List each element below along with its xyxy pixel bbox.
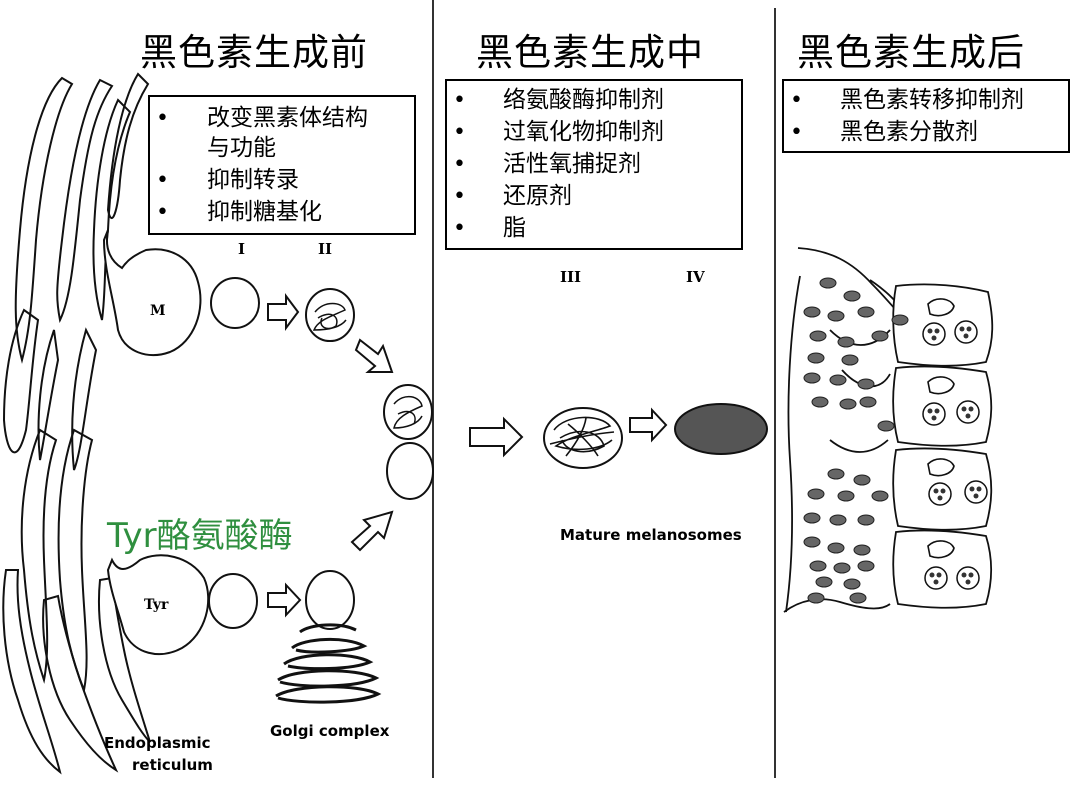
bullet-text: 过氧化物抑制剂	[503, 119, 664, 145]
bullet-dot: •	[453, 216, 466, 241]
bullet-text: 黑色素分散剂	[840, 119, 978, 145]
melanosome-dots	[927, 326, 982, 585]
m-blob	[102, 229, 202, 356]
bullet-dot: •	[453, 120, 466, 145]
bullet-text: 脂	[503, 215, 526, 241]
box-after: • 黑色素转移抑制剂 • 黑色素分散剂	[782, 79, 1070, 153]
bullet-text: 与功能	[207, 135, 276, 161]
label-er-line1: Endoplasmic	[104, 734, 211, 752]
arrow-tyr-to-golgi	[267, 582, 302, 618]
vesicle-stack-bottom	[386, 442, 434, 500]
label-tyr: Tyr	[144, 597, 169, 613]
bullet-text: 黑色素转移抑制剂	[840, 87, 1024, 113]
endoplasmic-reticulum	[2, 72, 151, 775]
label-stage-4: IV	[686, 268, 705, 286]
bullet-dot: •	[156, 106, 169, 131]
box-during: • 络氨酸酶抑制剂 • 过氧化物抑制剂 • 活性氧捕捉剂 • 还原剂 • 脂	[445, 79, 743, 250]
vesicle-golgi	[305, 570, 355, 630]
cell-nuclei	[927, 298, 955, 559]
bullet-text: 改变黑素体结构	[207, 105, 368, 131]
title-during: 黑色素生成中	[476, 31, 704, 74]
arrow-2-to-stack	[354, 338, 394, 373]
bullet-text: 活性氧捕捉剂	[503, 151, 641, 177]
bullet-dot: •	[156, 200, 169, 225]
stack-top-fibrils	[393, 395, 423, 429]
melanin-granules	[803, 277, 909, 604]
vesicle-tyr	[208, 573, 258, 629]
arrows-panel-1	[267, 293, 394, 618]
label-stage-2: II	[318, 240, 333, 258]
bullet-dot: •	[790, 120, 803, 145]
golgi-complex	[275, 623, 382, 704]
title-after: 黑色素生成后	[797, 31, 1025, 74]
bullet-dot: •	[790, 88, 803, 113]
stage-2-fibrils	[312, 302, 347, 331]
tyr-blob	[106, 554, 210, 656]
label-m: M	[150, 303, 166, 319]
label-tyrosinase: Tyr酪氨酸酶	[107, 516, 293, 556]
dendrite-outline	[785, 275, 891, 613]
arrow-into-stage-3	[469, 416, 524, 458]
bullet-dot: •	[453, 88, 466, 113]
label-er-line2: reticulum	[132, 756, 213, 774]
title-before: 黑色素生成前	[140, 31, 368, 74]
bullet-text: 抑制转录	[207, 167, 299, 193]
label-golgi-complex: Golgi complex	[270, 722, 390, 740]
label-stage-3: III	[560, 268, 582, 286]
bullet-dot: •	[156, 168, 169, 193]
label-mature-melanosomes: Mature melanosomes	[560, 526, 742, 544]
box-before: • 改变黑素体结构 与功能 • 抑制转录 • 抑制糖基化	[148, 95, 416, 235]
keratinocyte-1	[892, 283, 994, 367]
arrow-1-to-2	[267, 293, 300, 331]
bullet-dot: •	[453, 184, 466, 209]
mature-melanosome	[674, 403, 768, 455]
arrow-golgi-to-stack	[350, 510, 394, 552]
bullet-text: 还原剂	[503, 183, 572, 209]
melanosome-clusters	[922, 320, 988, 590]
label-stage-1: I	[238, 240, 246, 258]
bullet-dot: •	[453, 152, 466, 177]
arrow-stage-3-to-4	[629, 407, 668, 443]
stage-3-fibrils	[549, 416, 615, 457]
vesicle-stage-1	[210, 277, 260, 329]
bullet-text: 抑制糖基化	[207, 199, 322, 225]
bullet-text: 络氨酸酶抑制剂	[503, 87, 664, 113]
